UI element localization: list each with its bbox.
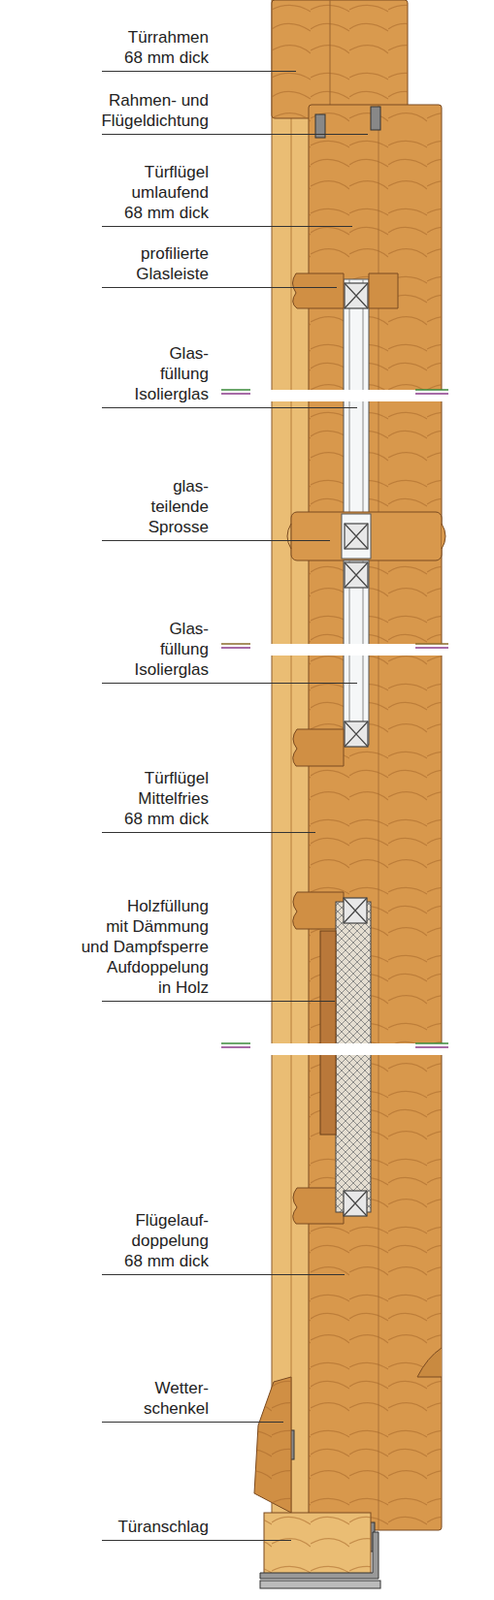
glass-bead (293, 273, 399, 309)
leader-line (101, 1541, 292, 1543)
sash (308, 104, 442, 1532)
insulating-glass (343, 279, 369, 550)
leader-line (101, 832, 316, 834)
part-label: Holzfüllungmit Dämmungund DampfsperreAuf… (0, 896, 209, 999)
weather-board (254, 1378, 292, 1515)
part-label: Glas-füllungIsolierglas (0, 343, 209, 405)
leader-line (101, 70, 297, 72)
part-label: glas-teilendeSprosse (0, 476, 209, 538)
leader-line (101, 407, 358, 409)
part-label: Glas-füllungIsolierglas (0, 619, 209, 681)
part-label: Wetter-schenkel (0, 1379, 209, 1420)
leader-line (101, 226, 353, 228)
part-label: Türflügelumlaufend68 mm dick (0, 162, 209, 224)
part-label: Türrahmen68 mm dick (0, 27, 209, 68)
part-label: TürflügelMittelfries68 mm dick (0, 768, 209, 830)
door-frame (271, 0, 408, 119)
threshold (260, 1514, 381, 1590)
part-label: Türanschlag (0, 1517, 209, 1539)
part-label: Flügelauf-doppelung68 mm dick (0, 1211, 209, 1273)
part-label: Rahmen- undFlügeldichtung (0, 90, 209, 132)
seal (284, 106, 381, 1553)
leader-line (101, 1001, 335, 1003)
leader-line (101, 133, 368, 135)
sash-profile (417, 1349, 442, 1379)
leader-line (101, 1422, 284, 1424)
lining-strip (271, 0, 311, 1544)
break-line (221, 390, 454, 1056)
leader-line (101, 683, 358, 685)
leader-line (101, 1275, 345, 1277)
insulated-panel (320, 898, 371, 1218)
glazing-bar (287, 512, 446, 561)
leader-line (101, 540, 330, 542)
part-label: profilierteGlasleiste (0, 243, 209, 285)
leader-line (101, 287, 337, 289)
